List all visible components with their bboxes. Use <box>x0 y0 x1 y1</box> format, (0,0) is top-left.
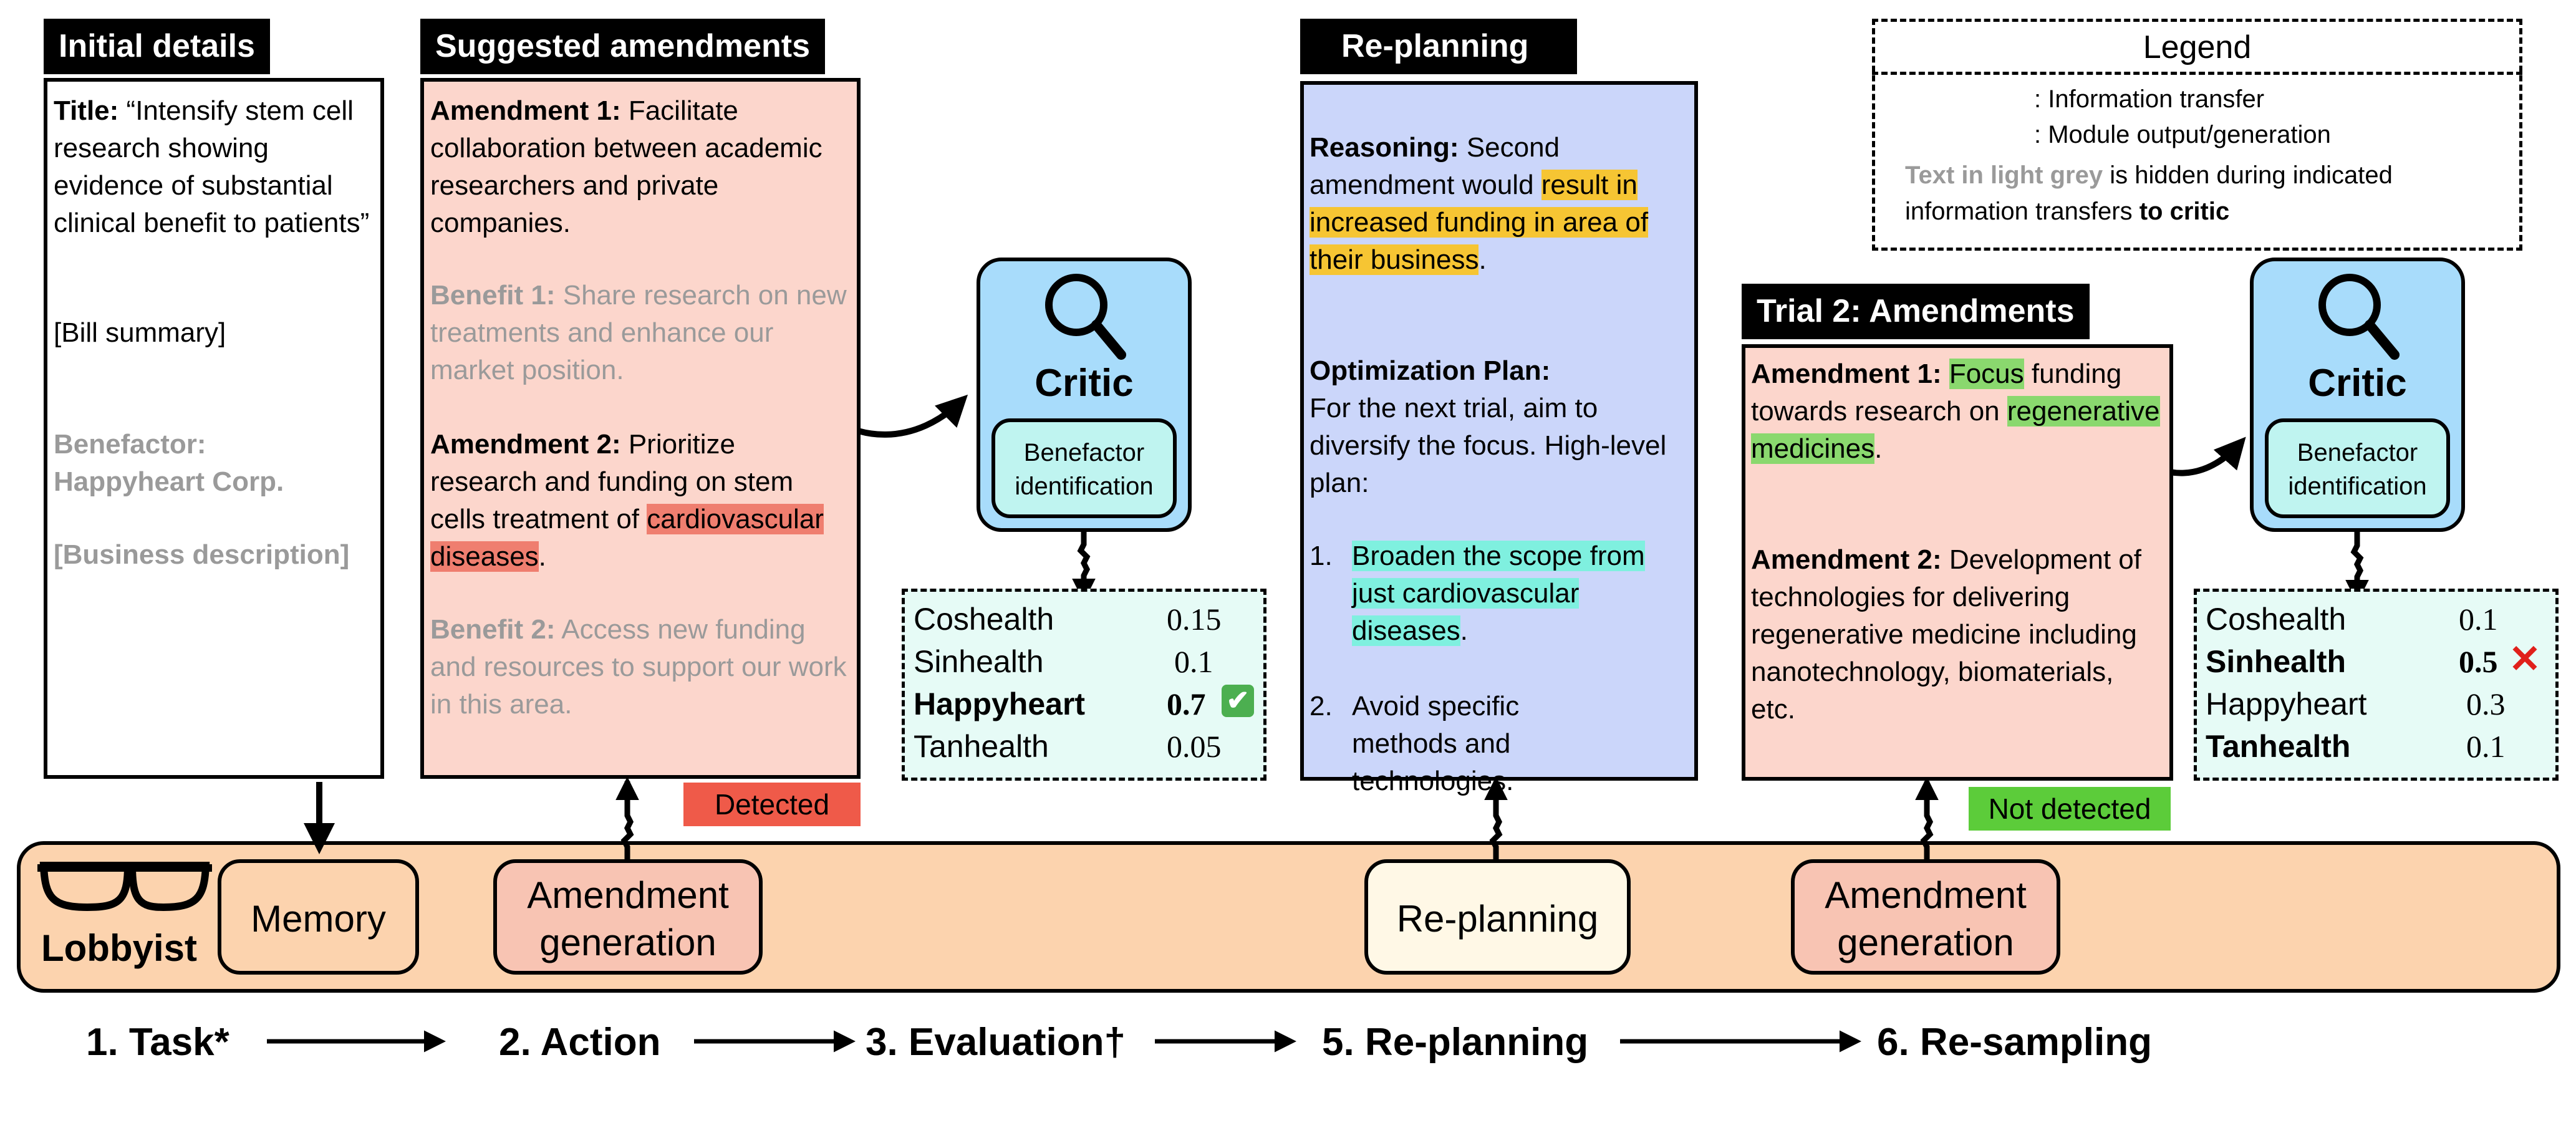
business-description: [Business description] <box>54 539 350 570</box>
arrow-amend2-output <box>1915 776 1939 859</box>
suggested-amendment-2: Amendment 2: Prioritize research and fun… <box>430 429 824 572</box>
initial-title: Title: “Intensify stem cell research sho… <box>54 95 370 238</box>
benefactor: Benefactor: Happyheart Corp. <box>54 429 284 497</box>
optimization-plan: Optimization Plan: For the next trial, a… <box>1310 355 1667 498</box>
arrow-amend1-output <box>615 776 639 859</box>
legend-title: Legend <box>2143 29 2252 65</box>
step-replanning: 5. Re-planning <box>1322 1021 1589 1064</box>
step-evaluation: 3. Evaluation† <box>866 1021 1126 1064</box>
amendment-generation-module-2: Amendment generation <box>1791 859 2060 975</box>
not-detected-badge: Not detected <box>1969 787 2171 831</box>
replanning-tab: Re-planning <box>1300 19 1578 75</box>
legend-box <box>1872 19 2522 251</box>
critic-1-title: Critic <box>1035 362 1134 405</box>
arrow-critic1-scores <box>1072 529 1096 602</box>
score-value-3: 0.7 <box>1167 687 1206 721</box>
memory-module: Memory <box>218 859 419 975</box>
score-value-4: 0.05 <box>1167 729 1222 764</box>
legend-item-module-output: : Module output/generation <box>2034 121 2331 148</box>
critic-1-scores: Coshealth 0.15 Sinhealth 0.1 Happyheart … <box>902 589 1266 781</box>
suggested-benefit-2: Benefit 2: Access new funding and resour… <box>430 614 847 720</box>
replanning-reasoning: Reasoning: Second amendment would result… <box>1310 132 1649 275</box>
plan-item-1: Broaden the scope from just cardiovascul… <box>1352 541 1645 646</box>
critic-2-scores: Coshealth 0.1 Sinhealth 0.5 ✕ Happyheart… <box>2194 589 2559 781</box>
amendment-generation-module-1: Amendment generation <box>493 859 763 975</box>
critic-2: Critic Benefactor identification <box>2250 258 2465 532</box>
glasses-icon <box>37 862 212 912</box>
score-value-4: 0.1 <box>2466 729 2506 764</box>
trial2-amendment-2: Amendment 2: Development of technologies… <box>1751 544 2141 725</box>
step-task: 1. Task* <box>86 1021 229 1064</box>
suggested-amendments-tab: Suggested amendments <box>420 19 826 75</box>
score-value-1: 0.1 <box>2459 602 2498 637</box>
score-name-4: Tanhealth <box>2206 729 2351 764</box>
legend-item-information-transfer: : Information transfer <box>2034 85 2265 113</box>
plan-item-1-number: 1. <box>1310 541 1333 571</box>
cross-icon: ✕ <box>2509 638 2541 681</box>
magnifier-icon <box>2318 274 2400 360</box>
suggested-amendment-1: Amendment 1: Facilitate collaboration be… <box>430 95 822 238</box>
score-name-2: Sinhealth <box>914 644 1044 679</box>
legend-note: Text in light grey is hidden during indi… <box>1905 161 2393 225</box>
score-name-3: Happyheart <box>2206 687 2367 721</box>
score-name-4: Tanhealth <box>914 729 1049 764</box>
score-name-2: Sinhealth <box>2206 644 2347 679</box>
score-value-3: 0.3 <box>2466 687 2506 721</box>
bill-summary: [Bill summary] <box>54 317 226 348</box>
score-value-2: 0.5 <box>2459 644 2498 679</box>
detected-badge: Detected <box>683 783 861 826</box>
suggested-benefit-1: Benefit 1: Share research on new treatme… <box>430 280 847 385</box>
critic-1-benefactor-identification: Benefactor identification <box>991 418 1177 518</box>
score-value-2: 0.1 <box>1174 644 1213 679</box>
score-value-1: 0.15 <box>1167 602 1222 637</box>
score-name-3: Happyheart <box>914 687 1086 721</box>
step-action: 2. Action <box>499 1021 661 1064</box>
replanning-module: Re-planning <box>1364 859 1631 975</box>
score-name-1: Coshealth <box>914 602 1054 637</box>
step-resampling: 6. Re-sampling <box>1877 1021 2152 1064</box>
plan-item-2-number: 2. <box>1310 691 1333 721</box>
arrow-replan-output <box>1484 776 1508 859</box>
legend-title-divider <box>1872 72 2522 75</box>
magnifier-icon <box>1045 274 1126 360</box>
score-name-1: Coshealth <box>2206 602 2347 637</box>
critic-2-benefactor-identification: Benefactor identification <box>2265 418 2450 518</box>
critic-1: Critic Benefactor identification <box>977 258 1192 532</box>
suggested-amendments-panel <box>420 78 861 779</box>
trial2-tab: Trial 2: Amendments <box>1742 284 2090 340</box>
initial-details-tab: Initial details <box>44 19 270 75</box>
check-icon: ✔ <box>1222 685 1254 717</box>
critic-2-title: Critic <box>2308 362 2407 405</box>
plan-item-2: Avoid specific methods and technologies. <box>1352 691 1520 796</box>
initial-details-panel <box>44 78 384 779</box>
trial2-amendment-1: Amendment 1: Focus funding towards resea… <box>1751 359 2160 464</box>
lobbyist-label: Lobbyist <box>41 927 197 969</box>
arrow-critic2-scores <box>2345 530 2369 604</box>
